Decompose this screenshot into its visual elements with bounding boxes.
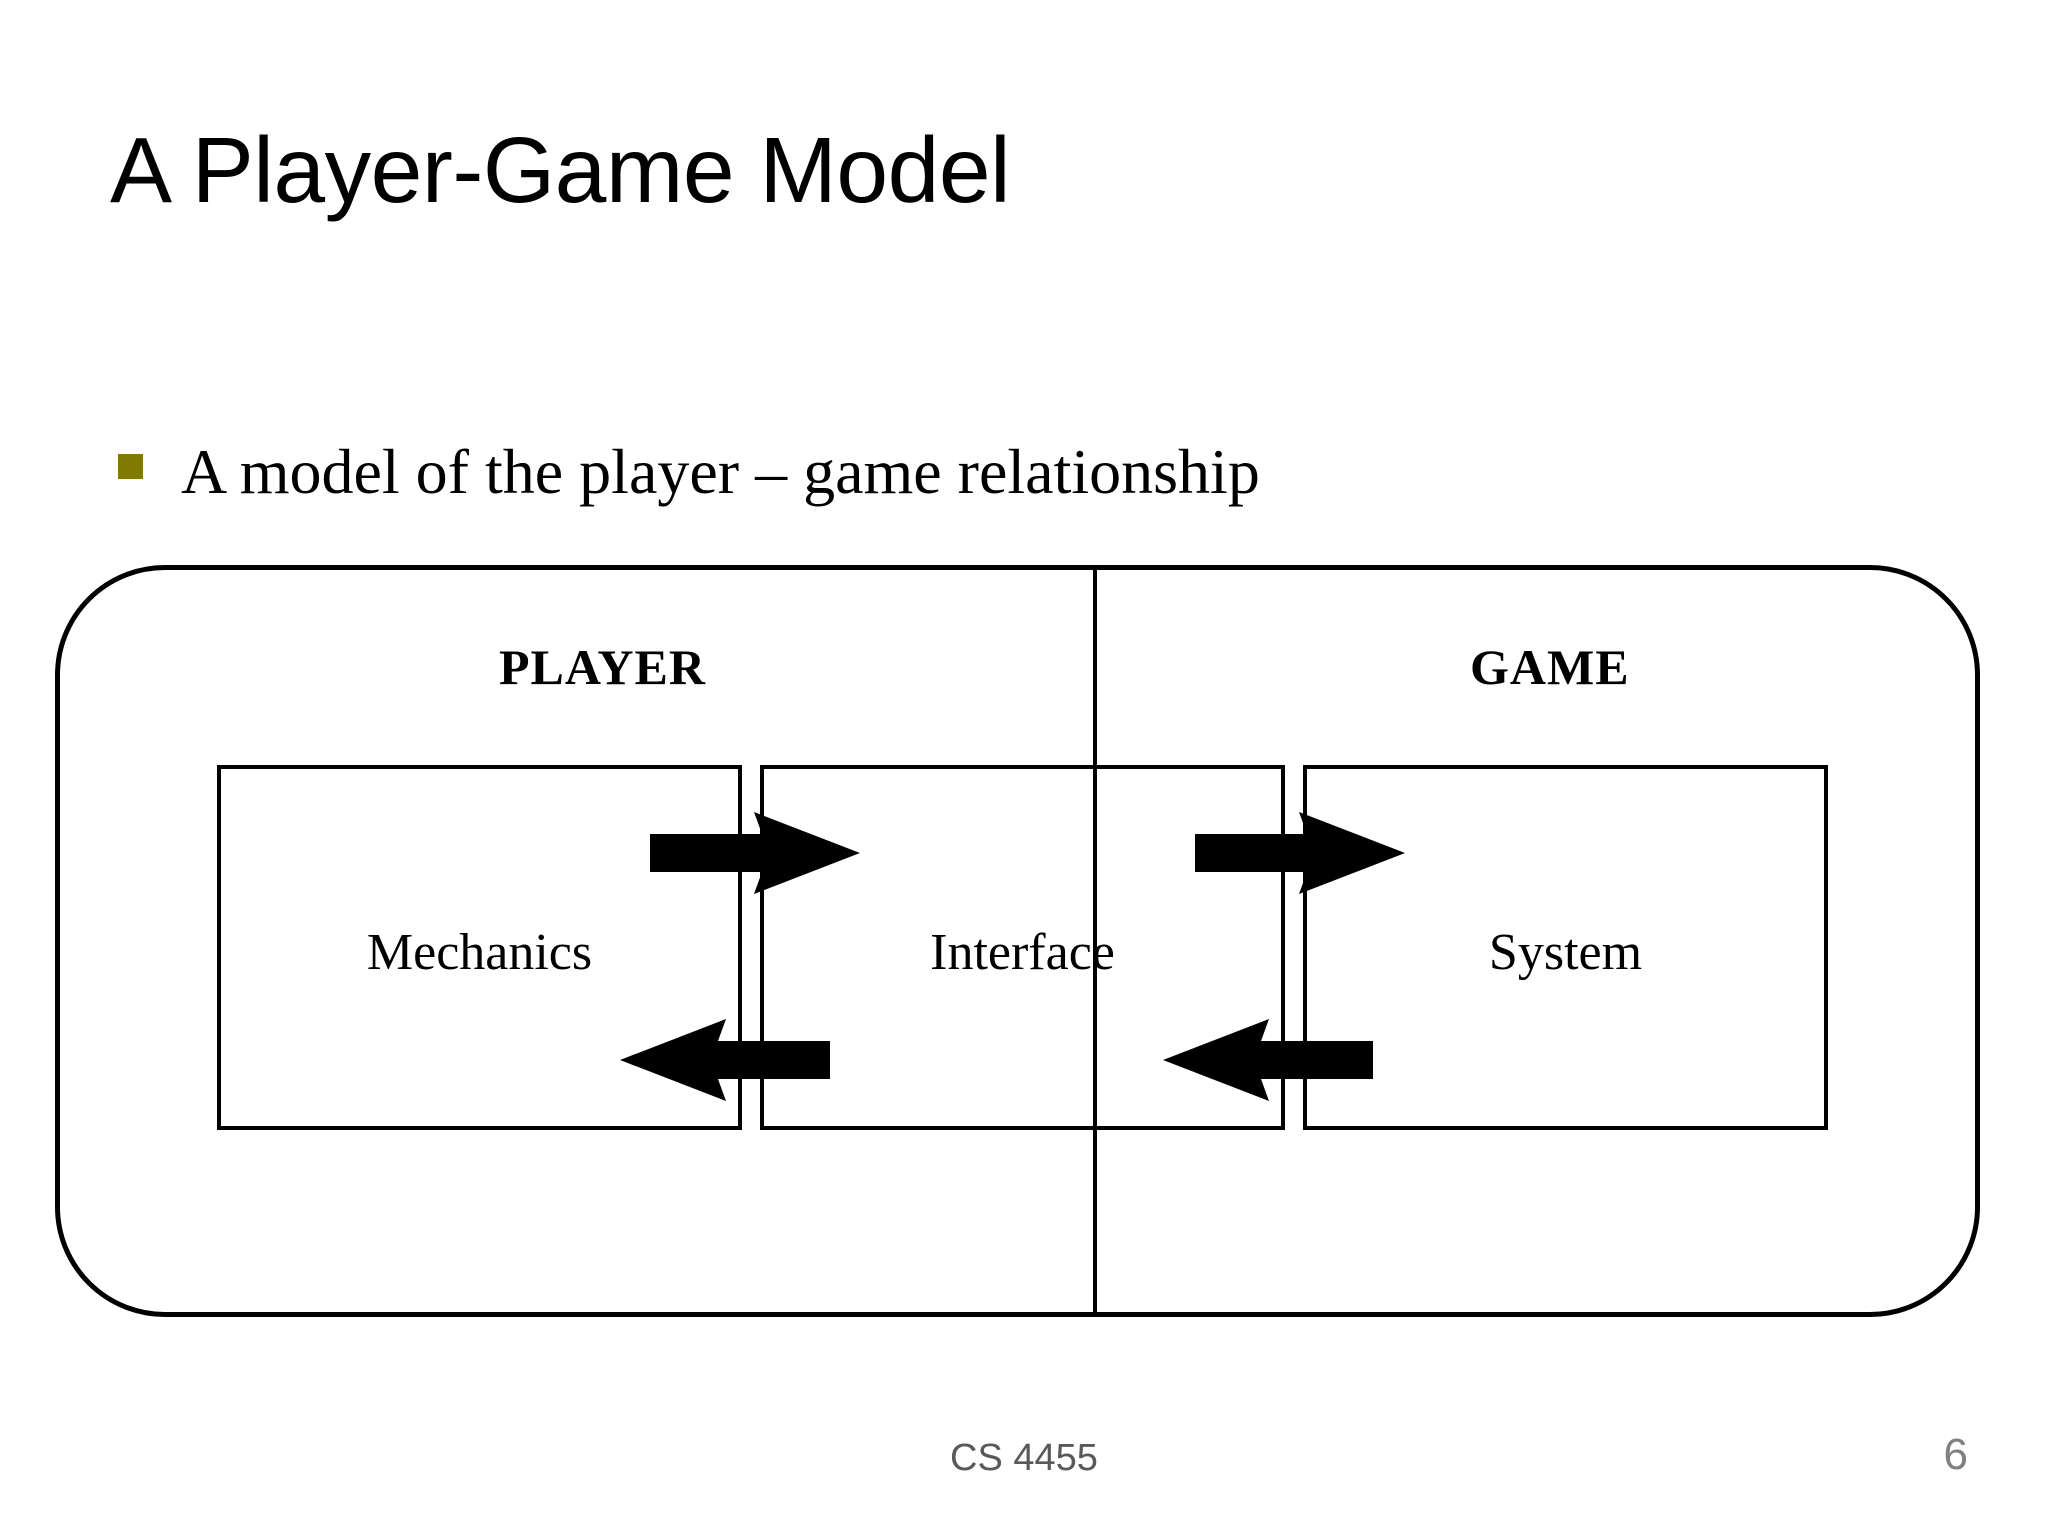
diagram-outer-boundary: [55, 565, 1980, 1317]
bullet-item-label: A model of the player – game relationshi…: [181, 436, 1260, 507]
page-title: A Player-Game Model: [110, 118, 1011, 222]
footer-course-label: CS 4455: [950, 1437, 1098, 1479]
arrow-right-interface-to-system: [1195, 808, 1405, 898]
box-system: System: [1303, 765, 1828, 1130]
player-game-model-diagram: PLAYER GAME Mechanics Interface System: [55, 565, 1990, 1335]
arrow-left-interface-to-mechanics: [620, 1015, 830, 1105]
arrow-left-system-to-interface: [1163, 1015, 1373, 1105]
box-interface: Interface: [760, 765, 1285, 1130]
box-label-mechanics: Mechanics: [366, 924, 593, 981]
footer-page-number: 6: [1943, 1430, 1968, 1479]
bullet-square-icon: [118, 454, 143, 479]
box-mechanics: Mechanics: [217, 765, 742, 1130]
box-label-system: System: [1488, 924, 1643, 981]
zone-label-player: PLAYER: [499, 639, 706, 695]
box-label-interface: Interface: [930, 924, 1115, 981]
arrow-right-mechanics-to-interface: [650, 808, 860, 898]
bullet-list-item: A model of the player – game relationshi…: [118, 440, 1918, 504]
zone-label-game: GAME: [1470, 639, 1630, 695]
player-game-divider-line: [1093, 565, 1097, 1317]
